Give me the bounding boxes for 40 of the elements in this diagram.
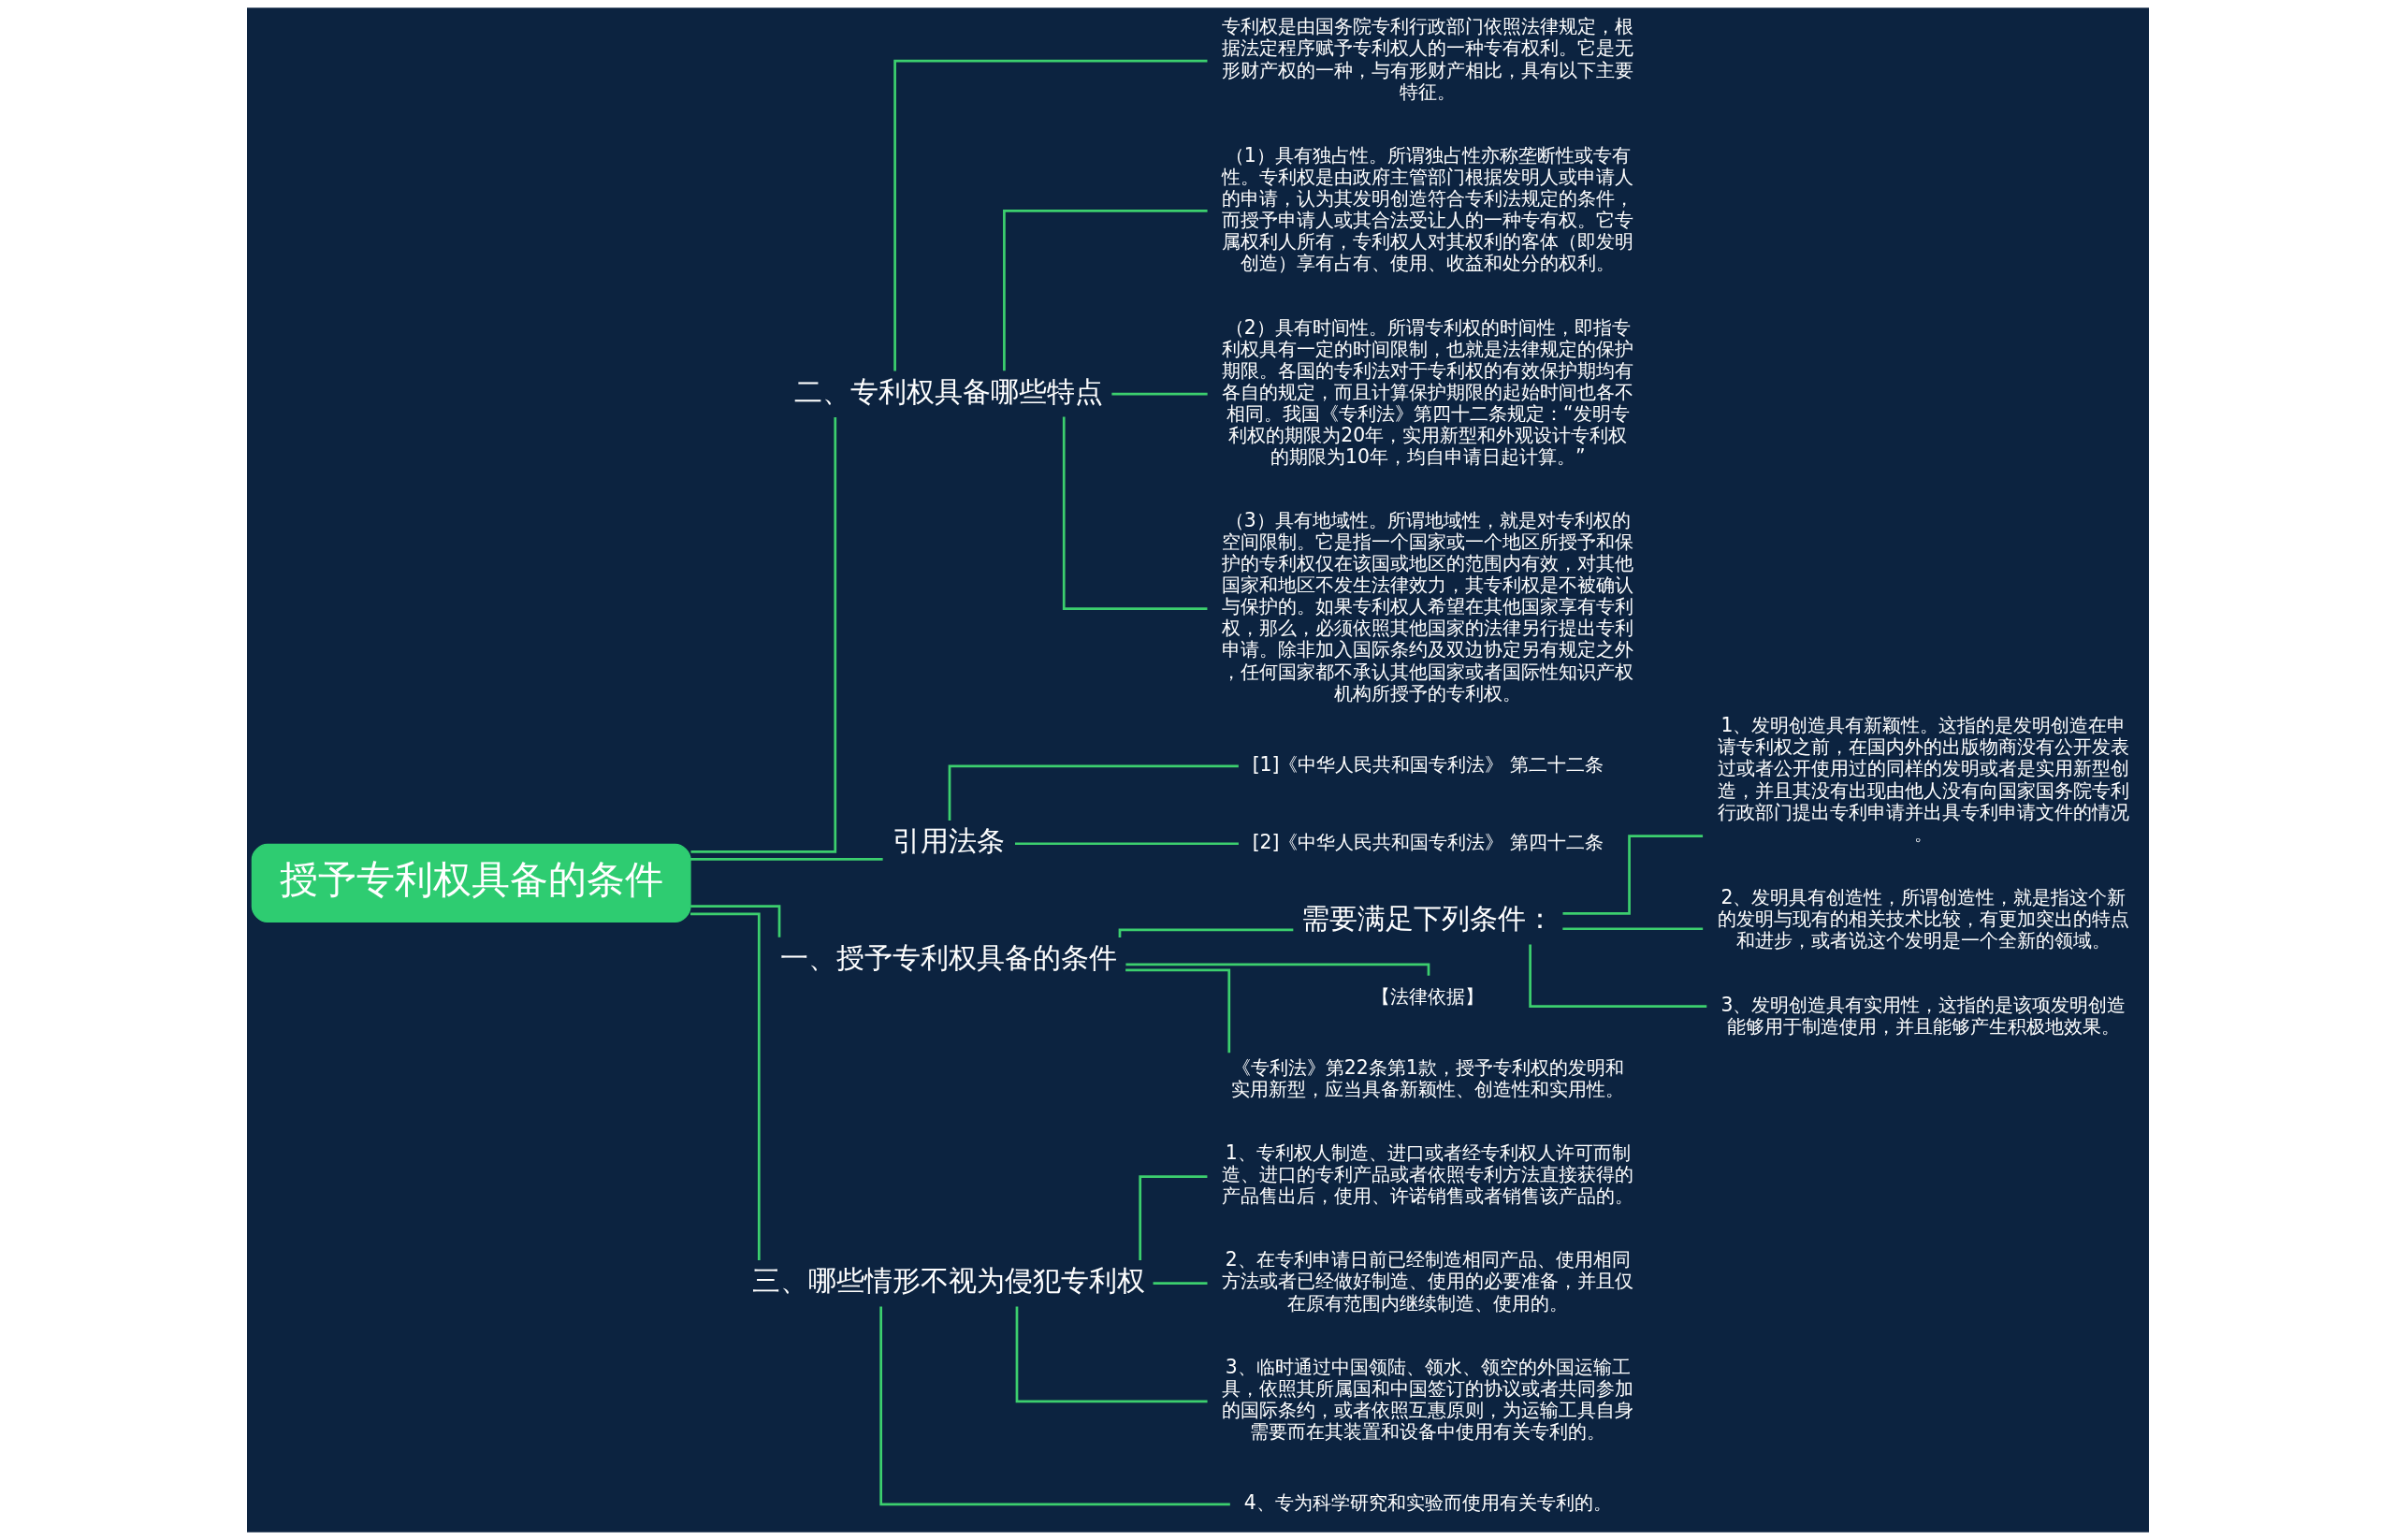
node-text: 一、授予专利权具备的条件 <box>779 941 1117 975</box>
node-text: 2、在专利申请日前已经制造相同产品、使用相同方法或者已经做好制造、使用的必要准备，并且仅在原有范围内继续制造、使用的。 <box>1221 1248 1633 1315</box>
node-text: 《专利法》第22条第1款，授予专利权的发明和实用新型，应当具备新颖性、创造性和实用性。 <box>1230 1055 1624 1100</box>
node-text: 4、专为科学研究和实验而使用有关专利的。 <box>1243 1490 1612 1514</box>
node-text: 1、发明创造具有新颖性。这指的是发明创造在申请专利权之前，在国内外的出版物商没有公开发表过或者公开使用过的同样的发明或者是实用新型创造，并且其没有出现由他人没有向国家国务院专利行政部门提出专利申请并出具专利申请文件的情况。 <box>1717 714 2129 845</box>
connector <box>1138 1175 1207 1260</box>
connector <box>1062 416 1207 610</box>
connector <box>689 857 883 861</box>
connector <box>689 905 780 937</box>
connector <box>1118 928 1293 938</box>
node-text: 3、发明创造具有实用性，这指的是该项发明创造能够用于制造使用，并且能够产生积极地效果。 <box>1720 994 2126 1039</box>
node-text: 二、专利权具备哪些特点 <box>793 374 1103 408</box>
node-text: 1、专利权人制造、进口或者经专利权人许可而制造、进口的专利产品或者依照专利方法直接获得的产品售出后，使用、许诺销售或者销售该产品的。 <box>1221 1141 1633 1208</box>
node-text: （3）具有地域性。所谓地域性，就是对专利权的空间限制。它是指一个国家或一个地区所授予和保护的专利权仅在该国或地区的范围内有效，对其他国家和地区不发生法律效力，其专利权是不被确认与保护的。如果专利权人希望在其他国家享有专利权，那么，必须依照其他国家的法律另行提出专利申请。除非加入国际条约及双边协定另有规定之外，任何国家都不承认其他国家或者国际性知识产权机构所授予的专利权。 <box>1221 508 1633 705</box>
connector <box>1002 210 1208 371</box>
connector <box>689 912 761 1260</box>
connector <box>878 1306 1230 1506</box>
connector <box>1110 392 1208 396</box>
connector <box>689 416 836 853</box>
node-text: 专利权是由国务院专利行政部门依照法律规定，根据法定程序赋予专利权人的一种专有权利。它是无形财产权的一种，与有形财产相比，具有以下主要特征。 <box>1221 15 1633 103</box>
connector <box>1153 1282 1207 1285</box>
node-text: （1）具有独占性。所谓独占性亦称垄断性或专有性。专利权是由政府主管部门根据发明人或申请人的申请，认为其发明创造符合专利法规定的条件，而授予申请人或其合法受让人的一种专有权。它专属权利人所有，专利权人对其权利的客体（即发明创造）享有占有、使用、收益和处分的权利。 <box>1221 143 1633 274</box>
connector <box>1562 835 1703 915</box>
connector <box>948 764 1239 821</box>
node-text: [2]《中华人民共和国专利法》 第四十二条 <box>1252 830 1604 853</box>
connector <box>1561 927 1703 931</box>
node-box: 授予专利权具备的条件 <box>251 843 691 923</box>
connector <box>1014 842 1239 846</box>
node-text: 引用法条 <box>892 824 1005 858</box>
connector <box>1125 968 1230 1053</box>
connector <box>1528 944 1706 1008</box>
node-text: 需要满足下列条件： <box>1300 902 1554 936</box>
connector <box>1015 1306 1208 1403</box>
node-text: 3、临时通过中国领陆、领水、领空的外国运输工具，依照其所属国和中国签订的协议或者共同参加的国际条约，或者依照互惠原则，为运输工具自身需要而在其装置和设备中使用有关专利的。 <box>1221 1356 1633 1444</box>
node-text: [1]《中华人民共和国专利法》 第二十二条 <box>1252 752 1604 776</box>
node-text: （2）具有时间性。所谓专利权的时间性，即指专利权具有一定的时间限制，也就是法律规定的保护期限。各国的专利法对于专利权的有效保护期均有各自的规定，而且计算保护期限的起始时间也各不相同。我国《专利法》第四十二条规定：“发明专利权的期限为20年，实用新型和外观设计专利权的期限为10年，均自申请日起计算。” <box>1221 315 1633 469</box>
node-text: 【法律依据】 <box>1371 985 1484 1009</box>
connector <box>893 59 1207 371</box>
node-text: 三、哪些情形不视为侵犯专利权 <box>751 1264 1145 1298</box>
node-text: 2、发明具有创造性，所谓创造性，就是指这个新的发明与现有的相关技术比较，有更加突出的特点和进步，或者说这个发明是一个全新的领域。 <box>1717 886 2129 952</box>
